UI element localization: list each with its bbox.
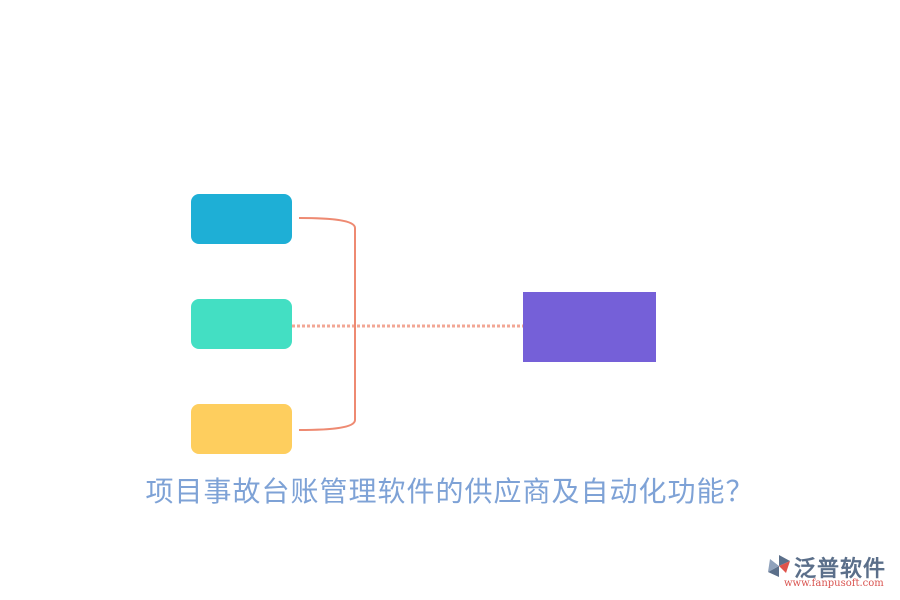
node-right xyxy=(523,292,656,362)
node-middle xyxy=(191,299,292,349)
page-title: 项目事故台账管理软件的供应商及自动化功能？ xyxy=(145,475,755,508)
brand-name: 泛普软件 xyxy=(794,557,887,582)
brand-logo[interactable]: 泛普软件 www.fanpusoft.com xyxy=(766,551,896,593)
brand-url: www.fanpusoft.com xyxy=(784,578,884,589)
fanpu-logo-icon xyxy=(768,555,790,577)
bracket-connector xyxy=(298,217,356,431)
node-bottom xyxy=(191,404,292,454)
node-top xyxy=(191,194,292,244)
